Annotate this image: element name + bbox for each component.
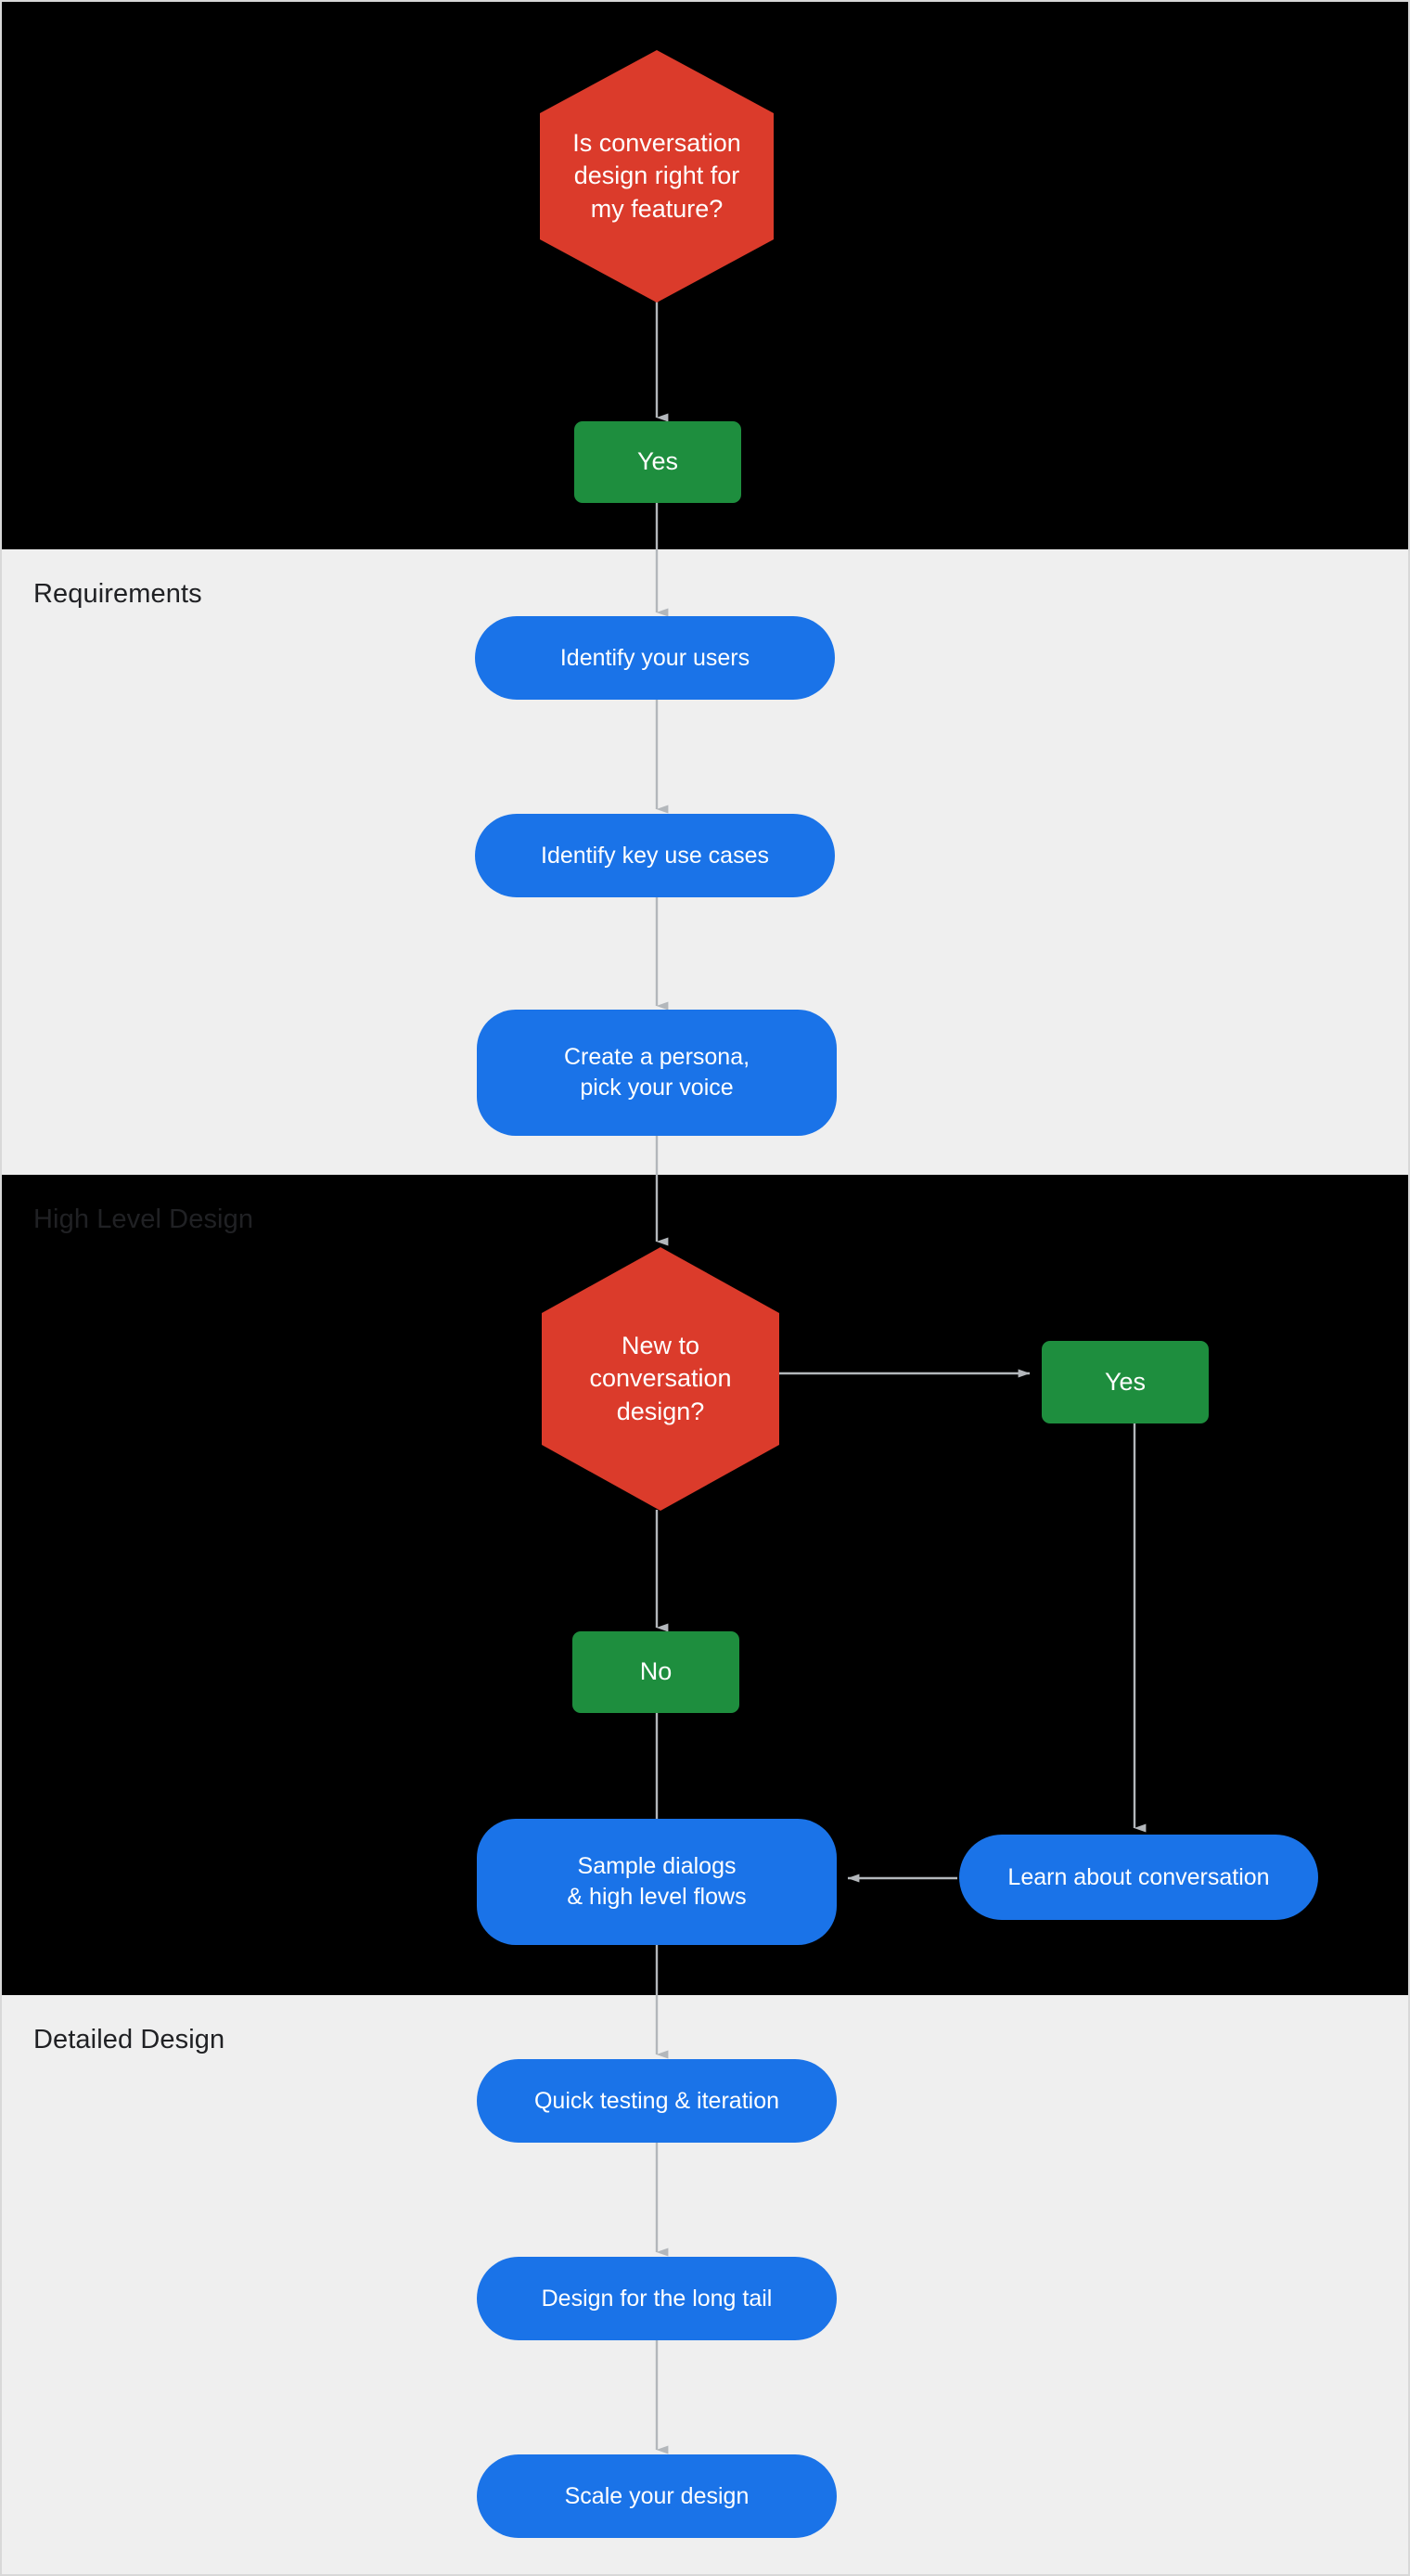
section-label-high-level-design: High Level Design (33, 1204, 254, 1234)
step-sample-dialogs-high-level-flows[interactable]: Sample dialogs & high level flows (477, 1819, 837, 1945)
step-create-a-persona[interactable]: Create a persona, pick your voice (477, 1010, 837, 1136)
section-label-requirements: Requirements (33, 579, 202, 609)
step-identify-your-users[interactable]: Identify your users (475, 616, 835, 700)
step-scale-your-design[interactable]: Scale your design (477, 2454, 837, 2538)
step-identify-key-use-cases[interactable]: Identify key use cases (475, 814, 835, 897)
step-quick-testing-and-iteration[interactable]: Quick testing & iteration (477, 2059, 837, 2143)
answer-yes-right[interactable]: Yes (1042, 1341, 1209, 1423)
decision-is-conversation-design-right[interactable]: Is conversation design right for my feat… (540, 50, 774, 303)
step-design-for-the-long-tail[interactable]: Design for the long tail (477, 2257, 837, 2340)
answer-no[interactable]: No (572, 1631, 739, 1713)
section-label-detailed-design: Detailed Design (33, 2025, 225, 2054)
step-learn-about-conversation[interactable]: Learn about conversation (959, 1835, 1318, 1920)
decision-new-to-conversation-design[interactable]: New to conversation design? (542, 1247, 779, 1511)
answer-yes-top[interactable]: Yes (574, 421, 741, 503)
